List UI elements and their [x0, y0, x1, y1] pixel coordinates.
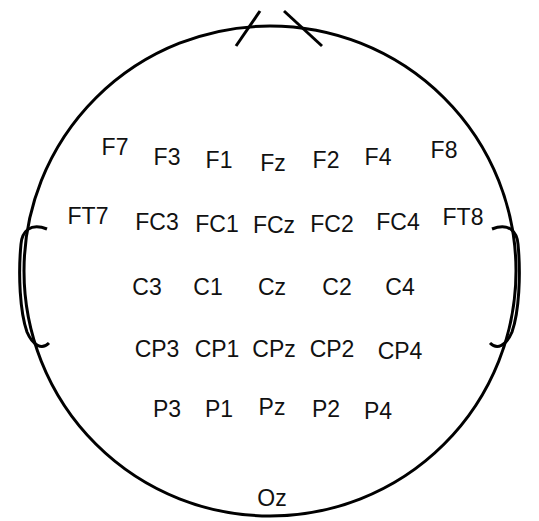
electrode-label: C4 [385, 276, 414, 299]
head-circle [24, 26, 516, 516]
electrode-label: FC2 [310, 213, 353, 236]
electrode-label: Cz [258, 276, 286, 299]
electrode-label: F4 [365, 146, 392, 169]
electrode-label: CPz [252, 338, 295, 361]
electrode-label: FT7 [68, 205, 109, 228]
electrode-label: FCz [253, 214, 295, 237]
electrode-label: C2 [322, 276, 351, 299]
electrode-label: P3 [153, 398, 181, 421]
electrode-label: CP3 [135, 338, 180, 361]
electrode-label: FC4 [376, 211, 419, 234]
electrode-label: CP1 [195, 338, 240, 361]
electrode-label: FC3 [135, 211, 178, 234]
electrode-label: CP4 [378, 340, 423, 363]
electrode-label: Fz [260, 152, 286, 175]
electrode-label: F2 [313, 149, 340, 172]
electrode-label: F3 [154, 146, 181, 169]
electrode-label: P4 [364, 400, 392, 423]
electrode-label: Oz [257, 487, 286, 510]
electrode-label: F8 [431, 139, 458, 162]
electrode-label: P2 [312, 398, 340, 421]
electrode-label: FC1 [195, 213, 238, 236]
electrode-label: F7 [102, 136, 129, 159]
electrode-label: C1 [193, 276, 222, 299]
electrode-label: P1 [205, 398, 233, 421]
electrode-label: FT8 [443, 206, 484, 229]
electrode-label: CP2 [310, 338, 355, 361]
electrode-label: Pz [259, 396, 286, 419]
electrode-label: F1 [206, 149, 233, 172]
electrode-label: C3 [132, 276, 161, 299]
